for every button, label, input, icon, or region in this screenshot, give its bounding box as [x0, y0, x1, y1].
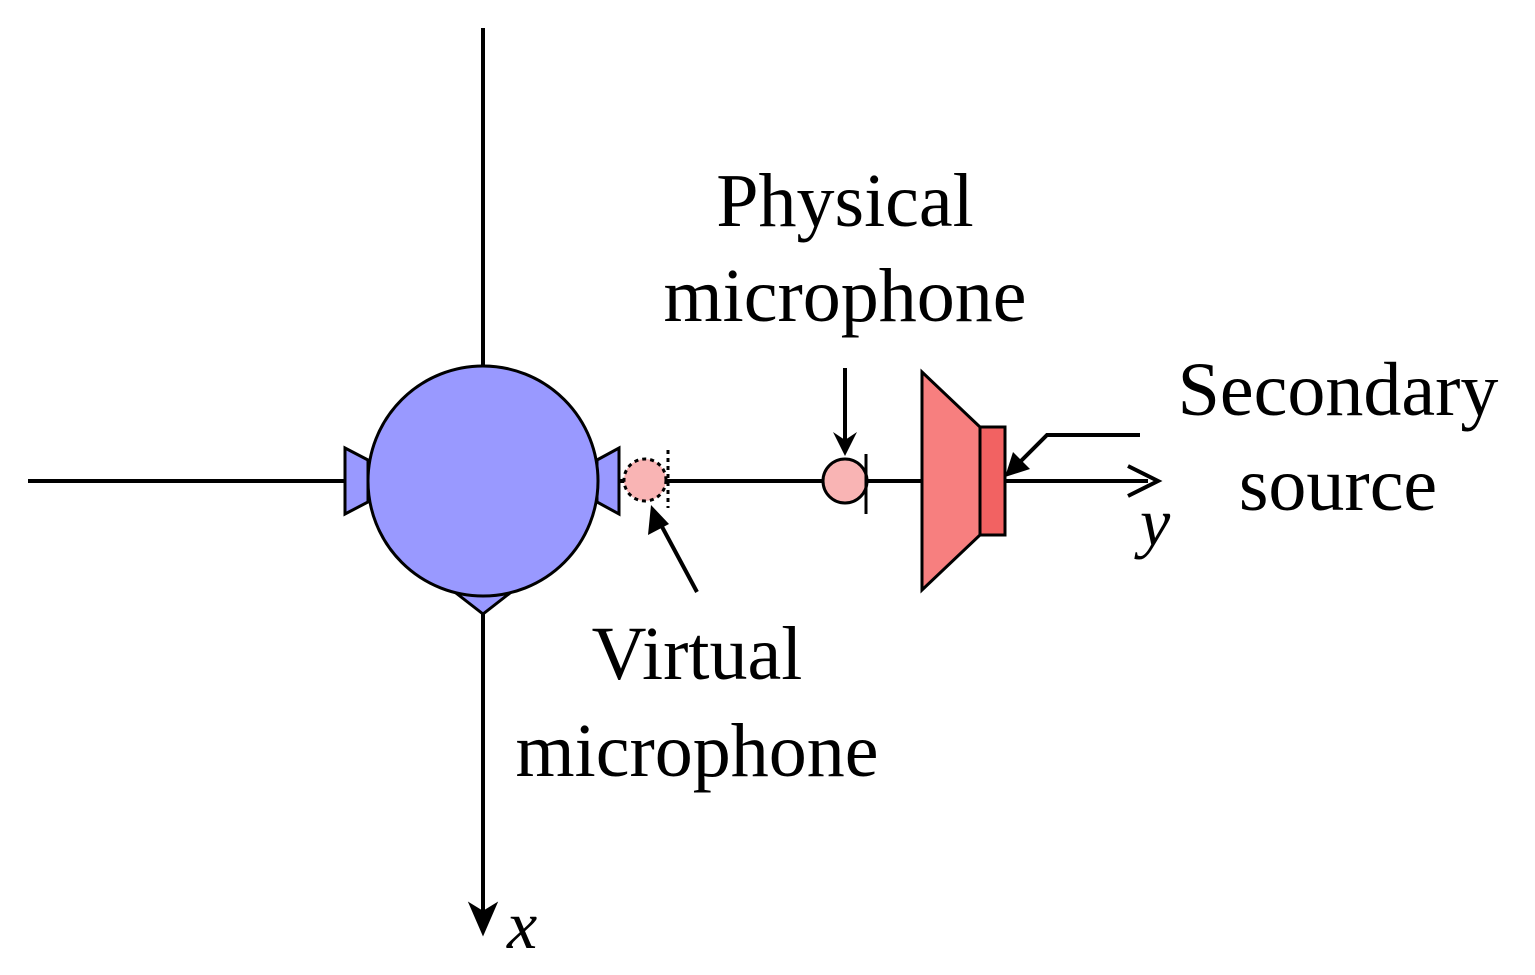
virtual-microphone-label-line2: microphone	[515, 709, 878, 793]
y-axis-label: y	[1134, 484, 1171, 560]
loudspeaker-icon	[920, 368, 1007, 594]
secondary-source-label-line2: source	[1239, 443, 1437, 527]
physical-microphone-label-line1: Physical	[716, 159, 974, 243]
head-icon	[366, 364, 600, 598]
physical-mic-pointer-arrow	[833, 368, 857, 456]
virtual-mic-pointer-arrow	[648, 505, 699, 593]
physical-microphone-label-line2: microphone	[663, 254, 1026, 338]
speaker-body	[978, 425, 1007, 537]
right-ear-icon	[595, 445, 621, 517]
secondary-source-pointer-arrow	[1005, 433, 1140, 477]
virtual-microphone-label-line1: Virtual	[592, 612, 803, 696]
secondary-source-label-line1: Secondary	[1178, 348, 1499, 432]
physical-microphone-icon	[821, 454, 869, 514]
head-group	[343, 364, 621, 616]
x-axis-arrowhead	[467, 901, 499, 937]
speaker-cone	[920, 368, 982, 594]
virtual-microphone-icon	[622, 450, 670, 508]
x-axis-label: x	[506, 887, 537, 963]
y-axis-arrowhead	[1127, 464, 1163, 498]
left-ear-icon	[343, 445, 370, 517]
